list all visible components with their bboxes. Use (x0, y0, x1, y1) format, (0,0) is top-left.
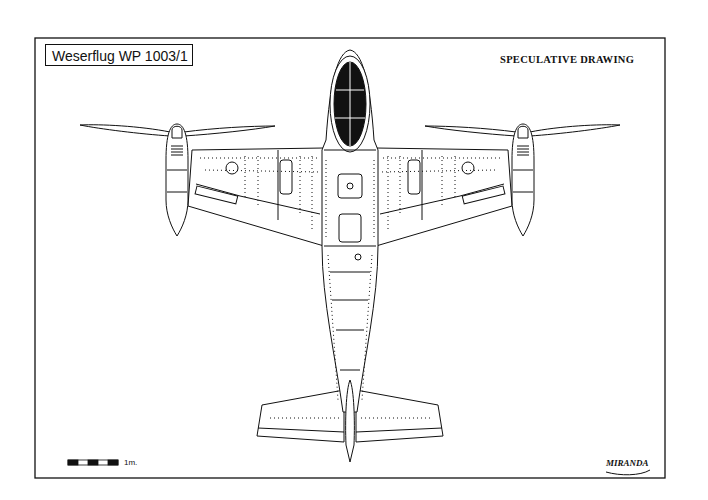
signature: MIRANDA (606, 458, 649, 468)
title-box: Weserflug WP 1003/1 (45, 44, 193, 66)
note-text: SPECULATIVE DRAWING (500, 54, 634, 65)
scale-label: 1m. (124, 458, 137, 467)
drawing-title: Weserflug WP 1003/1 (52, 48, 188, 64)
